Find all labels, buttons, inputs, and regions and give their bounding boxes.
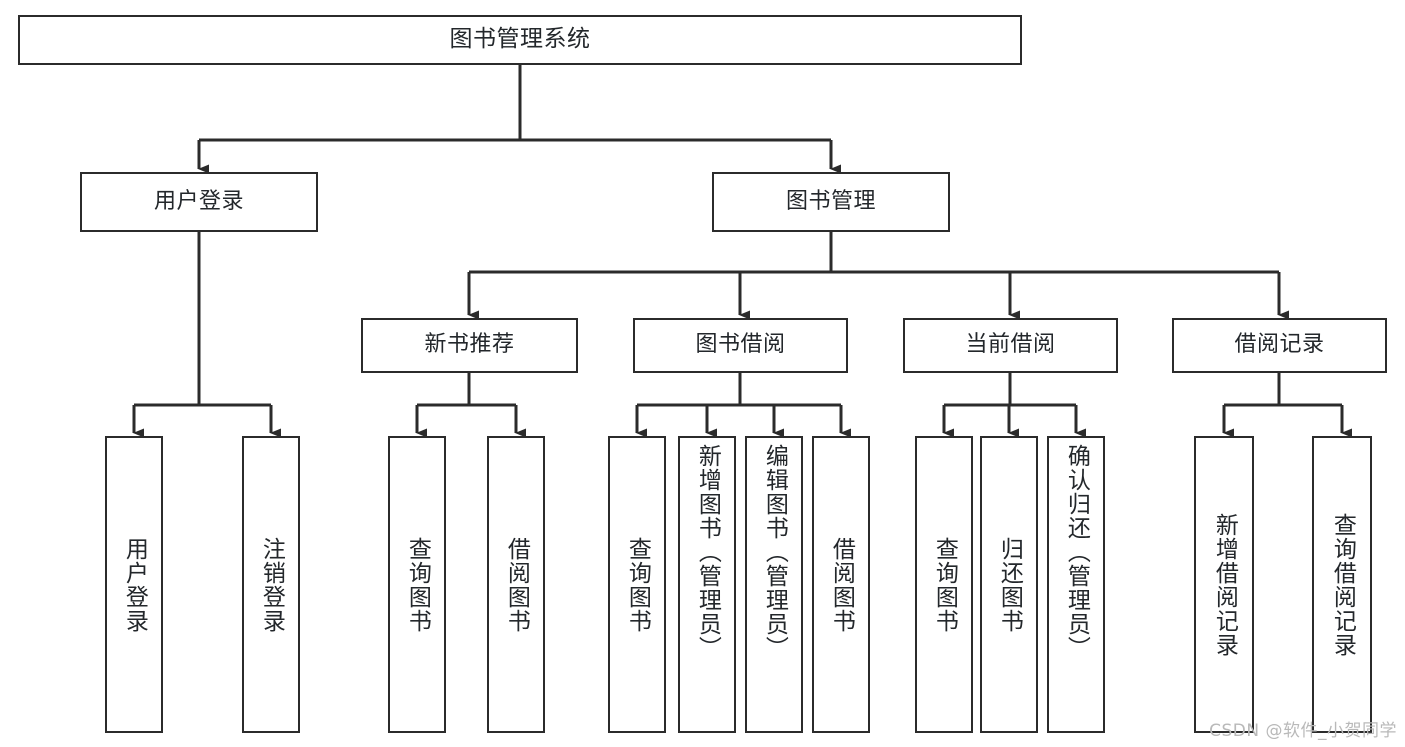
node-user-login: 用户登录 [80, 172, 318, 232]
node-leaf-query-borrow-record: 查询借阅记录 [1312, 436, 1372, 733]
node-label-leaf-query-book-3: 查询图书 [931, 536, 958, 633]
node-leaf-edit-book-admin: 编辑图书（管理员） [745, 436, 803, 733]
node-leaf-add-book-admin: 新增图书（管理员） [678, 436, 736, 733]
node-leaf-query-book-1: 查询图书 [388, 436, 446, 733]
node-new-book-recommend: 新书推荐 [361, 318, 578, 373]
node-label-leaf-confirm-return-admin: 确认归还（管理员） [1063, 444, 1090, 660]
node-label-leaf-edit-book-admin: 编辑图书（管理员） [761, 444, 788, 660]
node-leaf-user-logout: 注销登录 [242, 436, 300, 733]
node-leaf-user-login: 用户登录 [105, 436, 163, 733]
node-label-user-login: 用户登录 [153, 188, 244, 214]
node-label-leaf-user-logout: 注销登录 [258, 536, 285, 633]
node-current-borrow: 当前借阅 [903, 318, 1118, 373]
node-label-borrow-record: 借阅记录 [1234, 332, 1325, 358]
node-label-new-book-recommend: 新书推荐 [424, 332, 515, 358]
edge-layer [132, 65, 1352, 438]
node-leaf-query-book-2: 查询图书 [608, 436, 666, 733]
node-label-leaf-borrow-book-1: 借阅图书 [503, 536, 530, 633]
node-leaf-confirm-return-admin: 确认归还（管理员） [1047, 436, 1105, 733]
node-label-leaf-add-borrow-record: 新增借阅记录 [1211, 512, 1238, 657]
node-label-leaf-add-book-admin: 新增图书（管理员） [694, 444, 721, 660]
node-label-book-manage: 图书管理 [785, 188, 876, 214]
node-root-label: 图书管理系统 [449, 26, 591, 53]
node-leaf-borrow-book-2: 借阅图书 [812, 436, 870, 733]
node-root-system: 图书管理系统 [18, 15, 1022, 65]
node-label-book-borrow: 图书借阅 [695, 332, 786, 358]
node-label-leaf-user-login: 用户登录 [121, 536, 148, 633]
node-label-leaf-return-book: 归还图书 [996, 536, 1023, 633]
node-label-leaf-query-book-1: 查询图书 [404, 536, 431, 633]
node-leaf-query-book-3: 查询图书 [915, 436, 973, 733]
node-leaf-return-book: 归还图书 [980, 436, 1038, 733]
node-label-leaf-borrow-book-2: 借阅图书 [828, 536, 855, 633]
node-borrow-record: 借阅记录 [1172, 318, 1387, 373]
node-leaf-add-borrow-record: 新增借阅记录 [1194, 436, 1254, 733]
node-book-manage: 图书管理 [712, 172, 950, 232]
node-label-current-borrow: 当前借阅 [965, 332, 1056, 358]
node-label-leaf-query-borrow-record: 查询借阅记录 [1329, 512, 1356, 657]
node-label-leaf-query-book-2: 查询图书 [624, 536, 651, 633]
node-leaf-borrow-book-1: 借阅图书 [487, 436, 545, 733]
node-book-borrow: 图书借阅 [633, 318, 848, 373]
